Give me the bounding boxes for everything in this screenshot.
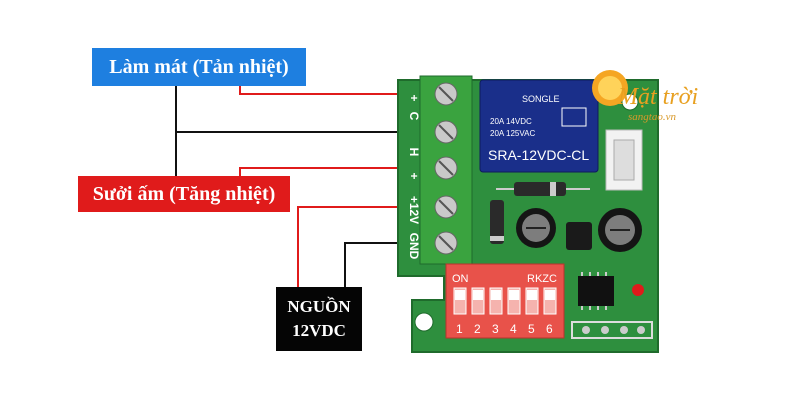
dip-number: 3	[492, 322, 499, 336]
dip-knob	[527, 290, 537, 300]
relay-spec1: 20A 14VDC	[490, 117, 532, 126]
capacitor-right	[598, 208, 642, 252]
dip-number: 6	[546, 322, 553, 336]
screw-slot	[438, 235, 454, 251]
diode	[496, 182, 590, 196]
power-wire	[297, 206, 440, 287]
dip-number: 5	[528, 322, 535, 336]
dip-knob	[455, 290, 465, 300]
relay-model: SRA-12VDC-CL	[488, 147, 589, 163]
led-indicator	[632, 284, 644, 296]
mounting-hole	[414, 312, 434, 332]
cooling-label: Làm mát (Tản nhiệt)	[92, 48, 306, 86]
terminal-mark: +	[407, 172, 421, 179]
dip-number: 2	[474, 322, 481, 336]
terminal-mark: C	[407, 112, 421, 121]
dip-number: 1	[456, 322, 463, 336]
heat-wire	[239, 167, 440, 176]
sensor-connector	[605, 129, 643, 191]
mounting-hole	[621, 93, 639, 111]
pin-header	[571, 321, 653, 339]
dip-knob	[473, 290, 483, 300]
terminal-block	[419, 75, 473, 265]
screw-slot	[438, 199, 454, 215]
relay-spec2: 20A 125VAC	[490, 129, 535, 138]
relay-brand: SONGLE	[522, 94, 560, 104]
relay: SONGLE 20A 14VDC 20A 125VAC SRA-12VDC-CL	[479, 79, 599, 173]
transistor	[566, 222, 592, 250]
screw-slot	[438, 160, 454, 176]
screw-slot	[438, 86, 454, 102]
cool-wire	[239, 86, 440, 95]
power-label: NGUỒN 12VDC	[276, 287, 362, 351]
terminal-mark: GND	[407, 233, 421, 260]
board-label: RKZC	[527, 273, 557, 285]
dip-knob	[545, 290, 555, 300]
screw-slot	[438, 124, 454, 140]
dip-knob	[509, 290, 519, 300]
terminal-mark: +	[407, 94, 421, 101]
ic-chip	[578, 272, 614, 310]
brand-logo: Mặt trời sangtao.vn	[592, 70, 698, 123]
capacitor-left	[516, 208, 556, 248]
terminal-mark: +12V	[407, 196, 421, 224]
power-label-line1: NGUỒN	[287, 297, 351, 316]
dip-on-label: ON	[452, 273, 469, 285]
power-label-line2: 12VDC	[292, 321, 346, 340]
terminal-mark: H	[407, 148, 421, 157]
ul-mark-icon	[561, 107, 587, 127]
logo-text: Mặt trời	[617, 84, 698, 110]
logo-subtext: sangtao.vn	[628, 111, 676, 123]
dip-number: 4	[510, 322, 517, 336]
dip-knob	[491, 290, 501, 300]
heating-label: Sưởi ấm (Tăng nhiệt)	[78, 176, 290, 212]
diode-vertical	[490, 200, 504, 244]
